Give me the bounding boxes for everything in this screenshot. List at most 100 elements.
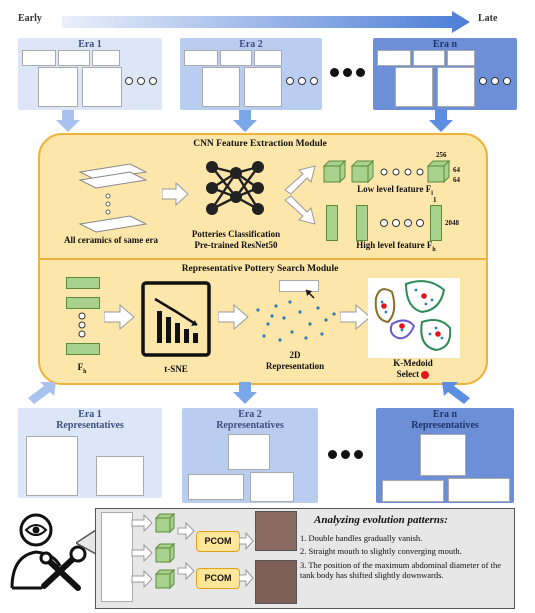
high-dim-2: 2048: [445, 219, 459, 227]
right-arrow-icon: [239, 569, 254, 587]
pottery-image: [92, 50, 120, 66]
fh-label: Fh: [77, 362, 87, 375]
era-title: Era 1: [78, 409, 102, 420]
selected-medoid-dot-icon: [421, 370, 430, 379]
pottery-image: [437, 67, 475, 107]
high-feature-label: High level feature Fh: [356, 240, 436, 253]
pottery-image: [447, 50, 475, 66]
split-arrows-icon: [284, 165, 316, 225]
era-box-2: Era 2: [180, 38, 322, 110]
analysis-item: 1. Double handles gradually vanish.: [300, 533, 423, 543]
era-title: Era n: [432, 39, 458, 50]
pottery-image: [448, 478, 510, 502]
ellipsis-dots: [125, 77, 157, 85]
timeline-start-label: Early: [18, 13, 42, 24]
pottery-image: [22, 50, 56, 66]
timeline-end-label: Late: [478, 13, 498, 24]
low-dim-3: 64: [453, 176, 460, 184]
high-feature-block: [430, 205, 442, 241]
fh-vector-bottom: [66, 343, 100, 355]
tsne-label: t-SNE: [164, 364, 188, 374]
analysis-item: 3. The position of the maximum abdominal…: [300, 560, 501, 580]
era-title: Era 2: [239, 39, 263, 50]
neural-network-icon: [206, 161, 264, 215]
pottery-image: [82, 67, 122, 107]
ellipsis-dots: [286, 77, 318, 85]
low-feature-blocks: [322, 159, 451, 184]
rep2d-label-2: Representation: [265, 361, 325, 371]
era-ellipsis-dots: [330, 68, 365, 77]
fh-vector-dots: [78, 312, 86, 338]
pottery-image: [58, 50, 90, 66]
pottery-image: [96, 456, 144, 496]
era-representatives-2: Era 2 Representatives: [182, 408, 318, 503]
kmedoid-label-1: K-Medoid: [393, 358, 433, 368]
pottery-image: [250, 472, 294, 502]
pottery-image: [184, 50, 218, 66]
cnn-module-title: CNN Feature Extraction Module: [193, 139, 327, 149]
high-feature-block: [356, 205, 368, 241]
right-arrow-icon: [162, 182, 189, 206]
tsne-chart-icon: [141, 281, 211, 357]
analysis-title: Analyzing evolution patterns:: [314, 514, 448, 526]
low-dim-1: 256: [436, 151, 447, 159]
fh-vector-top: [66, 297, 100, 309]
right-arrow-icon: [239, 532, 254, 550]
pottery-image: [38, 67, 78, 107]
era-title: Era 1: [78, 39, 102, 50]
pcom-badge: PCOM: [196, 568, 240, 589]
module-divider: [38, 258, 488, 260]
era-box-1: Era 1: [18, 38, 162, 110]
down-arrows-top: [56, 110, 453, 132]
pottery-image: [413, 50, 445, 66]
pottery-image: [395, 67, 433, 107]
fh-vector-top: [66, 277, 100, 289]
pottery-image: [420, 434, 466, 476]
analysis-item: 2. Straight mouth to slightly converging…: [300, 546, 462, 556]
pottery-image: [101, 512, 133, 602]
heatmap-pottery-image: [255, 560, 297, 604]
ellipsis-dots: [479, 77, 511, 85]
pottery-image: [26, 436, 78, 496]
era-ellipsis-dots: [328, 450, 363, 459]
kmedoid-clusters-icon: [368, 278, 460, 358]
ceramics-stack-icon: [78, 163, 148, 233]
analyst-with-tools-icon: [10, 513, 87, 591]
era-representatives-n: Era n Representatives: [376, 408, 514, 503]
selected-pottery-thumbnail: [279, 280, 319, 292]
high-dim-1: 1: [433, 196, 437, 204]
pottery-image: [220, 50, 252, 66]
high-feature-block: [326, 205, 338, 241]
era-subtitle: Representatives: [411, 420, 479, 431]
heatmap-pottery-image: [255, 511, 297, 551]
pcom-flow-graphic: [131, 512, 195, 590]
down-arrows-bottom: [28, 382, 470, 404]
low-feature-label: Low level feature Fl: [357, 184, 433, 197]
rep2d-label-1: 2D: [289, 350, 301, 360]
ellipsis-dots: [380, 219, 424, 227]
right-arrow-icon: [218, 304, 249, 330]
network-label-1: Potteries Classification: [191, 229, 281, 239]
network-label-2: Pre-trained ResNet50: [194, 240, 278, 250]
pottery-image: [382, 480, 444, 502]
kmedoid-label-2: Select: [368, 369, 458, 379]
scatter-2d-icon: [256, 289, 336, 342]
pottery-image: [228, 434, 270, 470]
right-arrow-icon: [104, 304, 135, 330]
pottery-image: [254, 50, 282, 66]
pottery-image: [244, 67, 282, 107]
era-subtitle: Representatives: [216, 420, 284, 431]
pottery-image: [377, 50, 411, 66]
pcom-badge: PCOM: [196, 531, 240, 552]
era-subtitle: Representatives: [56, 420, 124, 431]
era-representatives-1: Era 1 Representatives: [18, 408, 162, 498]
timeline-arrow: [62, 11, 470, 33]
right-arrow-icon: [340, 304, 371, 330]
era-title: Era 2: [238, 409, 262, 420]
pottery-image: [202, 67, 240, 107]
low-dim-2: 64: [453, 166, 460, 174]
search-module-title: Representative Pottery Search Module: [181, 264, 339, 274]
input-label: All ceramics of same era: [64, 235, 158, 245]
pottery-image: [188, 474, 244, 500]
era-title: Era n: [432, 409, 458, 420]
